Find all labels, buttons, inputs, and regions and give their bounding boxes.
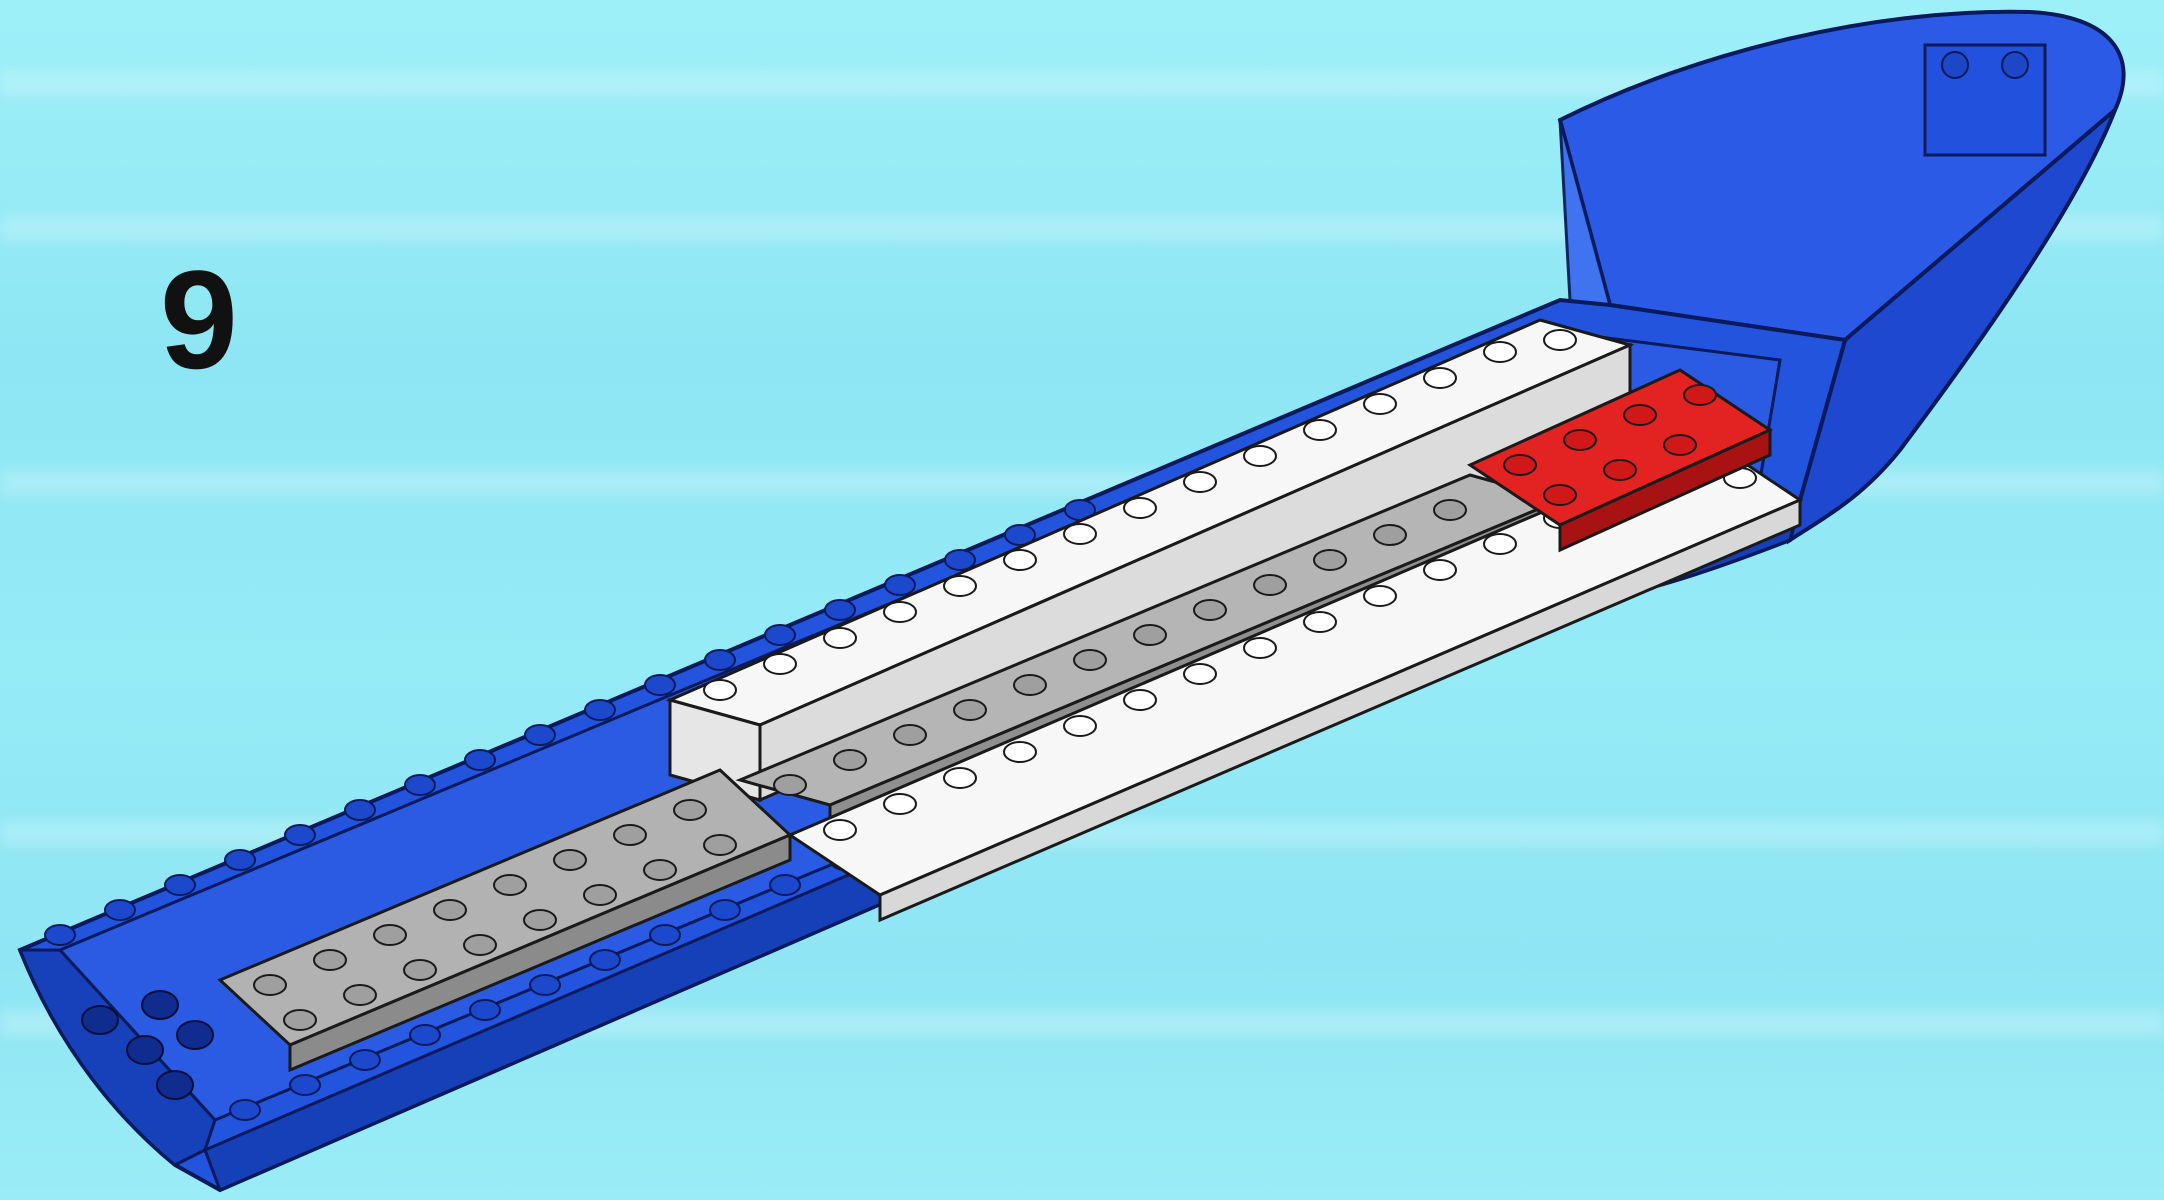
bow-stud [2001,51,2029,79]
grey-long-plate-studs [773,499,1467,796]
grey-rear-plate-studs [253,799,737,1031]
red-bow-plate-studs [1503,384,1717,506]
white-long-plate-studs [703,329,1577,701]
grey-rear-plate [217,768,793,1073]
red-bow-plate [1466,368,1774,553]
white-short-plate [786,438,1804,923]
bow-wall [1786,108,2117,545]
stern-studs [81,990,214,1100]
hull-stern [17,948,217,1167]
step-number: 9 [160,241,238,398]
bow-stud [1941,51,1969,79]
white-short-plate-studs [823,467,1757,841]
hull-rim-studs [44,499,1096,946]
